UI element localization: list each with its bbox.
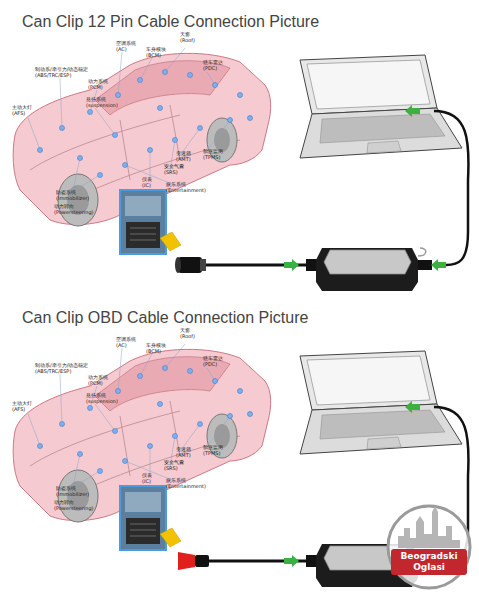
obd-connector xyxy=(178,552,195,570)
system-label: 变速箱 xyxy=(176,150,191,156)
system-label: 天窗 xyxy=(180,327,190,333)
system-label: (AFS) xyxy=(12,110,25,116)
system-label: (AC) xyxy=(116,342,127,348)
section-heading: Can Clip OBD Cable Connection Picture xyxy=(22,309,308,327)
system-label: (SRS) xyxy=(164,465,178,471)
system-label: 车身模块 xyxy=(146,342,166,348)
system-label: 仪表 xyxy=(142,176,152,182)
twelve-pin-connector xyxy=(178,257,202,273)
scene-top xyxy=(13,48,468,291)
watermark-text: Beogradski Oglasi xyxy=(391,551,467,573)
system-label: (suspension) xyxy=(86,398,118,404)
connector-ring xyxy=(200,259,206,271)
system-label: (SRS) xyxy=(164,169,178,175)
system-label: (suspension) xyxy=(86,102,118,108)
connector-face xyxy=(175,257,181,273)
system-label: (IC) xyxy=(142,478,151,484)
system-label: (Powersteering) xyxy=(54,209,94,215)
system-label: 胎压监测 xyxy=(203,148,223,154)
system-label: 悬挂系统 xyxy=(86,96,106,102)
system-label: 空调系统 xyxy=(116,336,136,342)
system-label: 变速箱 xyxy=(176,446,191,452)
system-label: (PCM) xyxy=(88,380,103,386)
system-label: 驻车雷达 xyxy=(203,355,223,361)
system-label: (Roof) xyxy=(180,37,195,43)
system-label: (Immobilizer) xyxy=(56,491,89,497)
system-label: (Powersteering) xyxy=(54,505,94,511)
system-label: (IC) xyxy=(142,182,151,188)
system-label: 制动系/牵引力/动态稳定 xyxy=(35,362,88,368)
system-label: 胎压监测 xyxy=(203,444,223,450)
system-label: (BCM) xyxy=(146,52,161,58)
system-label: (TPMS) xyxy=(203,154,220,160)
system-label: (AFS) xyxy=(12,406,25,412)
system-label: (AC) xyxy=(116,46,127,52)
system-label: (Immobilizer) xyxy=(56,195,89,201)
system-label: 天窗 xyxy=(180,31,190,37)
system-label: 空调系统 xyxy=(116,40,136,46)
system-label: 安全气囊 xyxy=(164,163,184,169)
system-label: (Entertainment) xyxy=(166,187,206,193)
system-label: (Roof) xyxy=(180,333,195,339)
system-label: (ABS/TRC/ESP) xyxy=(35,72,71,78)
system-label: (PDC) xyxy=(203,361,217,367)
section-heading: Can Clip 12 Pin Cable Connection Picture xyxy=(22,13,319,31)
system-label: 动力系统 xyxy=(88,374,108,380)
system-label: 娱乐系统 xyxy=(166,477,186,483)
system-label: 车身模块 xyxy=(146,46,166,52)
system-label: 防盗系统 xyxy=(56,485,76,491)
system-label: (BCM) xyxy=(146,348,161,354)
system-label: 娱乐系统 xyxy=(166,181,186,187)
system-label: 安全气囊 xyxy=(164,459,184,465)
system-label: 防盗系统 xyxy=(56,189,76,195)
system-label: 悬挂系统 xyxy=(86,392,106,398)
system-label: (PDC) xyxy=(203,65,217,71)
watermark-ribbon xyxy=(391,549,467,575)
system-label: (Entertainment) xyxy=(166,483,206,489)
watermark-skyline xyxy=(398,506,460,548)
system-label: (ABS/TRC/ESP) xyxy=(35,368,71,374)
watermark-circle xyxy=(388,506,470,588)
system-label: 主动大灯 xyxy=(12,104,32,110)
system-label: (AMT) xyxy=(176,156,191,162)
system-label: 仪表 xyxy=(142,472,152,478)
system-label: (AMT) xyxy=(176,452,191,458)
system-label: 制动系/牵引力/动态稳定 xyxy=(35,66,88,72)
obd-connector-body xyxy=(195,555,209,567)
system-label: (PCM) xyxy=(88,84,103,90)
scene-bottom xyxy=(13,344,468,587)
system-label: 主动大灯 xyxy=(12,400,32,406)
system-label: 动力转向 xyxy=(54,203,74,209)
system-label: 动力转向 xyxy=(54,499,74,505)
system-label: 动力系统 xyxy=(88,78,108,84)
system-label: 驻车雷达 xyxy=(203,59,223,65)
system-label: (TPMS) xyxy=(203,450,220,456)
